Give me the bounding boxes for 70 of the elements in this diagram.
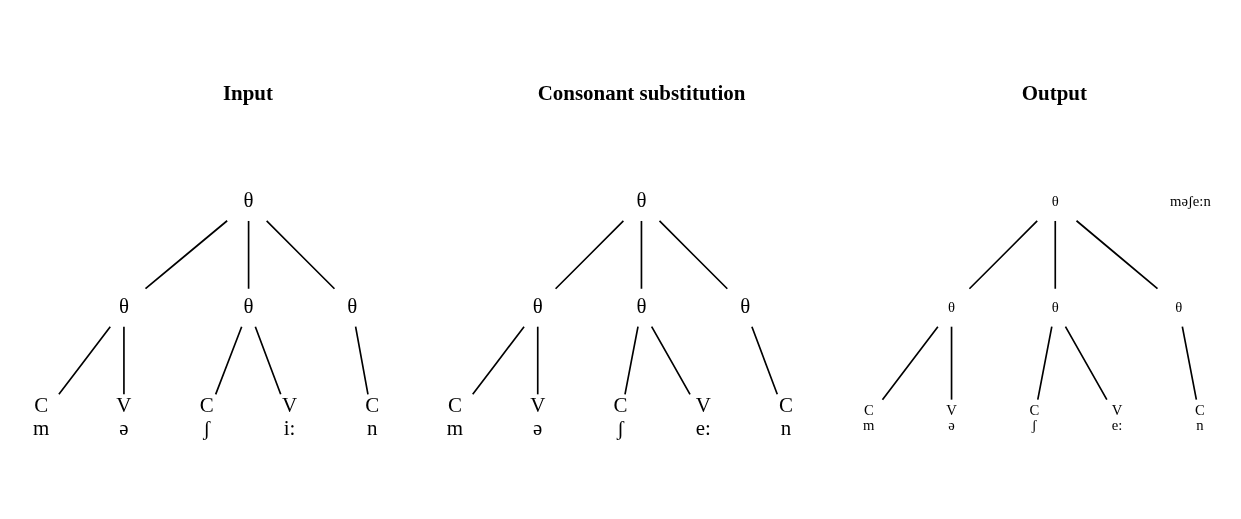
node-text: C: [863, 401, 874, 418]
connector: [536, 325, 539, 395]
connector: [640, 219, 643, 290]
node-text: C: [1194, 401, 1205, 418]
node-text: C: [613, 392, 628, 417]
connector: [1075, 219, 1159, 289]
node-label: n: [366, 415, 378, 440]
node-text: C: [447, 392, 462, 417]
node-text: θ: [118, 293, 129, 318]
node-text: V: [530, 392, 546, 417]
node-text: θ: [636, 293, 647, 318]
node-label: ə: [119, 415, 129, 440]
node-text: θ: [532, 293, 543, 318]
connector: [968, 219, 1039, 290]
node-text: θ: [243, 187, 254, 212]
connector: [254, 325, 282, 395]
node-text: V: [946, 401, 957, 418]
node-text: V: [1111, 401, 1123, 418]
node-text: V: [116, 392, 132, 417]
connector: [554, 219, 625, 290]
node-label: n: [1196, 416, 1204, 433]
node-text: θ: [1175, 298, 1183, 315]
connector: [624, 325, 639, 395]
node-text: C: [1029, 401, 1040, 418]
node-label: m: [446, 415, 464, 440]
connector: [214, 325, 243, 395]
node-label: ə: [533, 415, 543, 440]
connector: [247, 219, 250, 290]
node-label: m: [863, 416, 875, 433]
node-label: ə: [948, 416, 955, 433]
connector: [265, 219, 336, 290]
label: məʃe:n: [1170, 192, 1211, 209]
node-label: n: [780, 415, 792, 440]
node-text: C: [34, 392, 49, 417]
connector: [1064, 325, 1108, 400]
node-text: θ: [740, 293, 751, 318]
node-text: V: [695, 392, 711, 417]
node-text: C: [779, 392, 794, 417]
node-label: i:: [283, 415, 296, 440]
node-text: θ: [1051, 192, 1059, 209]
connector: [123, 325, 125, 395]
node-text: θ: [948, 298, 956, 315]
connector: [881, 325, 939, 400]
connector: [1181, 325, 1198, 400]
node-text: θ: [636, 187, 647, 212]
connector: [650, 325, 691, 395]
label: Input: [222, 80, 273, 105]
connector: [950, 325, 953, 400]
connector: [658, 219, 729, 290]
connector: [471, 325, 525, 395]
connector: [751, 325, 779, 395]
node-label: ʃ: [617, 415, 624, 440]
node-label: e:: [695, 415, 711, 440]
node-label: e:: [1111, 416, 1123, 433]
connector: [144, 219, 228, 289]
node-text: θ: [347, 293, 358, 318]
connector: [354, 325, 369, 395]
node-text: θ: [243, 293, 254, 318]
label: Output: [1021, 80, 1087, 105]
node-label: ʃ: [1031, 416, 1037, 433]
node-text: θ: [1051, 298, 1059, 315]
node-label: ʃ: [203, 415, 211, 440]
connector: [1054, 219, 1057, 290]
node-text: C: [365, 392, 380, 417]
node-text: V: [281, 392, 298, 417]
connector: [58, 325, 112, 395]
label: Consonant substitution: [537, 80, 746, 105]
node-text: C: [199, 392, 214, 417]
connector: [1036, 325, 1053, 400]
node-label: m: [33, 415, 50, 440]
